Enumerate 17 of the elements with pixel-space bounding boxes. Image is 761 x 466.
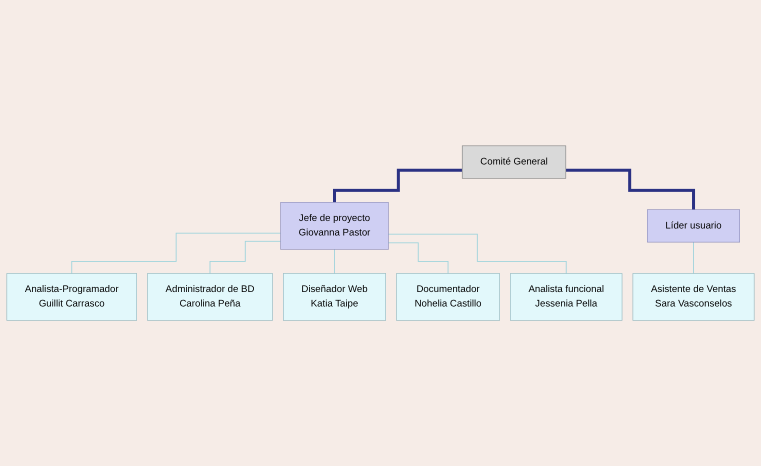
node-box: Documentador Nohelia Castillo bbox=[396, 273, 500, 321]
node-box: Líder usuario bbox=[647, 209, 740, 242]
node-box: Analista funcional Jessenia Pella bbox=[510, 273, 622, 321]
node-box: Comité General bbox=[462, 145, 566, 178]
connector bbox=[693, 242, 694, 274]
node-box: Administrador de BD Carolina Peña bbox=[147, 273, 273, 321]
connector bbox=[566, 168, 696, 212]
connector bbox=[210, 240, 282, 274]
connector bbox=[388, 242, 448, 274]
connector bbox=[333, 168, 462, 204]
node-box: Analista-Programador Guillit Carrasco bbox=[6, 273, 137, 321]
connector bbox=[388, 234, 567, 274]
node-box: Diseñador Web Katia Taipe bbox=[283, 273, 386, 321]
connector bbox=[334, 248, 335, 274]
connector bbox=[71, 232, 282, 274]
node-box: Asistente de Ventas Sara Vasconselos bbox=[632, 273, 754, 321]
node-box: Jefe de proyecto Giovanna Pastor bbox=[280, 202, 389, 250]
